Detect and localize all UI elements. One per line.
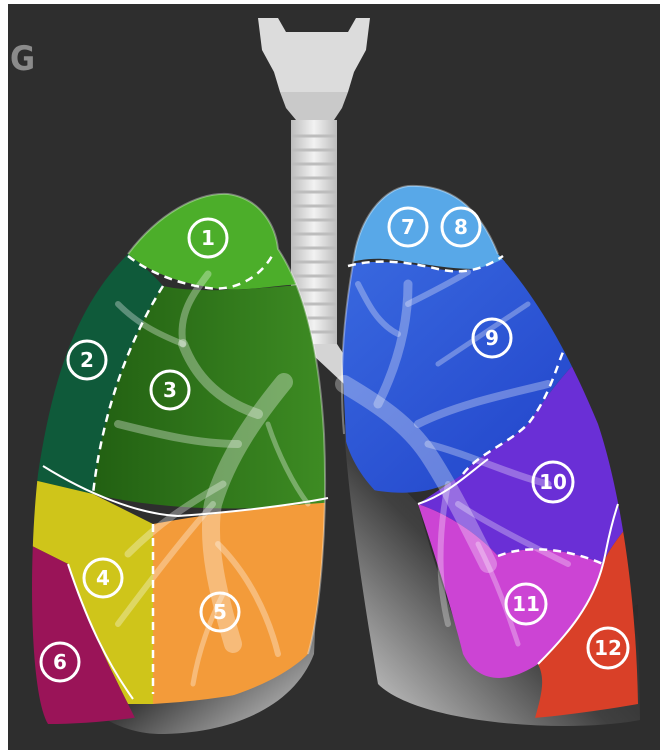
svg-text:5: 5	[213, 600, 227, 624]
svg-text:3: 3	[163, 378, 177, 402]
lung-segment-diagram-svg: G	[8, 4, 660, 750]
svg-text:2: 2	[80, 348, 94, 372]
lung-diagram: G	[8, 4, 660, 750]
corner-letter: G	[10, 39, 35, 79]
svg-text:12: 12	[594, 636, 622, 660]
svg-text:1: 1	[201, 226, 215, 250]
svg-text:11: 11	[512, 592, 540, 616]
svg-text:6: 6	[53, 650, 67, 674]
svg-text:10: 10	[539, 470, 567, 494]
svg-text:9: 9	[485, 326, 499, 350]
svg-text:7: 7	[401, 215, 415, 239]
svg-text:4: 4	[96, 566, 110, 590]
svg-text:8: 8	[454, 215, 468, 239]
